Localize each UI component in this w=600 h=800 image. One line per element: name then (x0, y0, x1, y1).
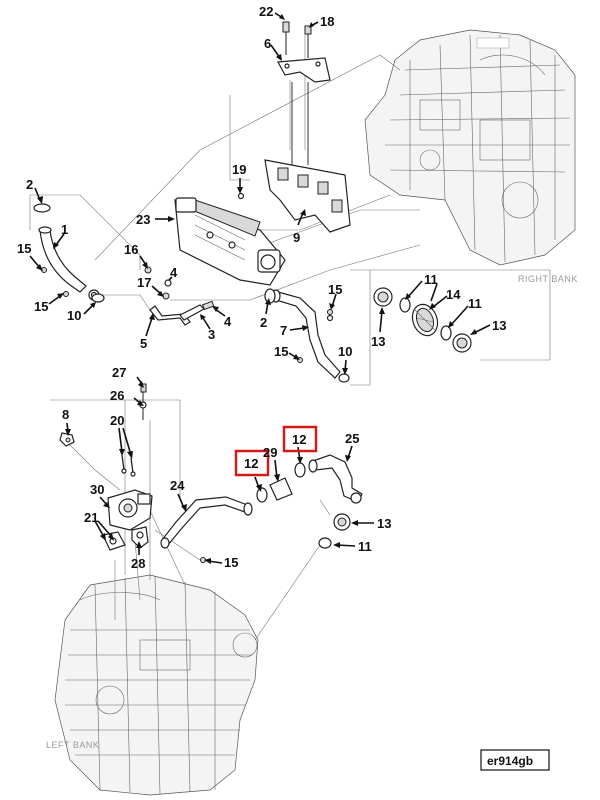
left-bank-label: LEFT BANK (46, 740, 99, 750)
drawing-code: er914gb (487, 754, 533, 768)
callout-29: 29 (263, 445, 277, 460)
callout-14: 14 (446, 287, 461, 302)
callout-15-left: 15 (17, 241, 31, 256)
callout-13-upper-left: 13 (371, 334, 385, 349)
callout-20: 20 (110, 413, 124, 428)
highlight-box-12-lower (234, 449, 270, 477)
callout-13-lower: 13 (377, 516, 391, 531)
ring-11a (399, 297, 411, 313)
guide-lines (29, 35, 551, 641)
bolt-18 (304, 25, 312, 58)
tube-1 (33, 203, 100, 301)
callout-25: 25 (345, 431, 359, 446)
callout-18: 18 (320, 14, 334, 29)
callout-28: 28 (131, 556, 145, 571)
callout-19: 19 (232, 162, 246, 177)
elbow-28 (131, 526, 149, 549)
fastener-19 (237, 192, 245, 200)
drawing-code-box: er914gb (480, 749, 550, 771)
callout-30: 30 (90, 482, 104, 497)
callout-15-pipe7-top: 15 (328, 282, 342, 297)
callout-6: 6 (264, 36, 271, 51)
callout-1: 1 (61, 222, 68, 237)
callout-10-right: 10 (338, 344, 352, 359)
callout-24: 24 (170, 478, 185, 493)
pipe-25 (308, 454, 363, 504)
fastener-17 (162, 292, 170, 300)
egr-cooler-23 (174, 197, 286, 286)
callout-26: 26 (110, 388, 124, 403)
callout-8: 8 (62, 407, 69, 422)
callout-5: 5 (140, 336, 147, 351)
callout-23: 23 (136, 212, 150, 227)
callout-2-top: 2 (26, 177, 33, 192)
gasket-10b (338, 373, 350, 383)
callout-27: 27 (112, 365, 126, 380)
flex-coupler-14 (411, 303, 439, 337)
pipe-24 (160, 496, 253, 549)
clamp-13b (452, 333, 472, 353)
callout-4-upper: 4 (170, 265, 178, 280)
bolt-15b (63, 291, 69, 297)
callout-17: 17 (137, 275, 151, 290)
callout-7: 7 (280, 323, 287, 338)
gasket-9 (264, 159, 351, 233)
left-bank-engine (54, 574, 259, 796)
coupler-29 (269, 477, 293, 501)
fitting-4b (201, 300, 215, 311)
fastener-16 (144, 266, 152, 274)
highlight-box-12-upper (282, 425, 318, 453)
clamp-12b (294, 462, 306, 478)
sensor-8 (59, 432, 75, 447)
gasket-10a (91, 293, 105, 303)
callout-16: 16 (124, 242, 138, 257)
right-bank-label: RIGHT BANK (518, 274, 578, 284)
callout-15-pipe7-bottom: 15 (274, 344, 288, 359)
callout-15-lower: 15 (224, 555, 238, 570)
callout-12-lower: 12 (244, 456, 258, 471)
callout-12-upper: 12 (292, 432, 306, 447)
clamp-13a (373, 287, 393, 307)
callout-2-right: 2 (260, 315, 267, 330)
gasket-2b (264, 288, 276, 304)
callout-11-upper-right: 11 (468, 296, 482, 311)
bolt-22 (282, 21, 290, 55)
callout-9: 9 (293, 230, 300, 245)
egr-valve-30 (107, 489, 153, 531)
callout-3: 3 (208, 327, 215, 342)
ring-11c (318, 537, 332, 549)
callout-11-lower: 11 (358, 539, 372, 554)
pipe-3 (179, 304, 205, 321)
callout-10-left: 10 (67, 308, 81, 323)
fastener-4a (164, 279, 172, 287)
clamp-13c (333, 513, 351, 531)
callout-11-upper-left: 11 (424, 272, 438, 287)
bolt-15c (327, 309, 333, 315)
studs-20 (121, 454, 136, 477)
clamp-12a (256, 487, 268, 503)
leader-arrows (29, 12, 491, 564)
pipe-5 (149, 305, 191, 326)
callout-15-tube: 15 (34, 299, 48, 314)
callout-13-upper-right: 13 (492, 318, 506, 333)
ring-11b (440, 325, 452, 341)
bracket-6 (277, 57, 331, 83)
callout-21: 21 (84, 510, 98, 525)
callout-22: 22 (259, 4, 273, 19)
right-bank-engine (364, 29, 576, 266)
callout-4-lower: 4 (224, 314, 232, 329)
